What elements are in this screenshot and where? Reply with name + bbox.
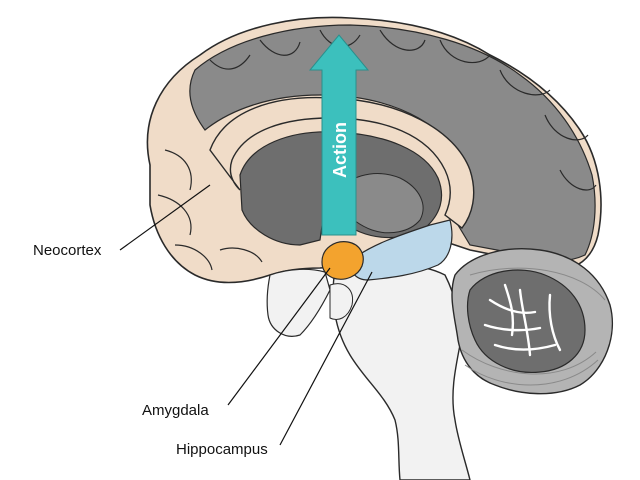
cerebellum	[451, 248, 614, 395]
sulci-lines	[157, 29, 597, 271]
amygdala-leader	[227, 267, 331, 406]
hippocampus-label: Hippocampus	[176, 441, 268, 458]
amygdala-label: Amygdala	[142, 402, 209, 419]
action-arrow: Action	[308, 34, 370, 236]
amygdala-region	[321, 241, 364, 280]
neocortex-leader	[119, 184, 211, 251]
temporal-fold	[329, 283, 354, 320]
hippocampus-region	[350, 219, 453, 281]
leader-lines	[119, 184, 373, 446]
gyri-gray-band	[189, 24, 596, 262]
brainstem	[332, 263, 471, 480]
action-arrow-label: Action	[330, 122, 350, 178]
temporal-lobe	[266, 268, 331, 337]
neocortex-label: Neocortex	[33, 242, 102, 259]
hippocampus-leader	[279, 271, 373, 446]
